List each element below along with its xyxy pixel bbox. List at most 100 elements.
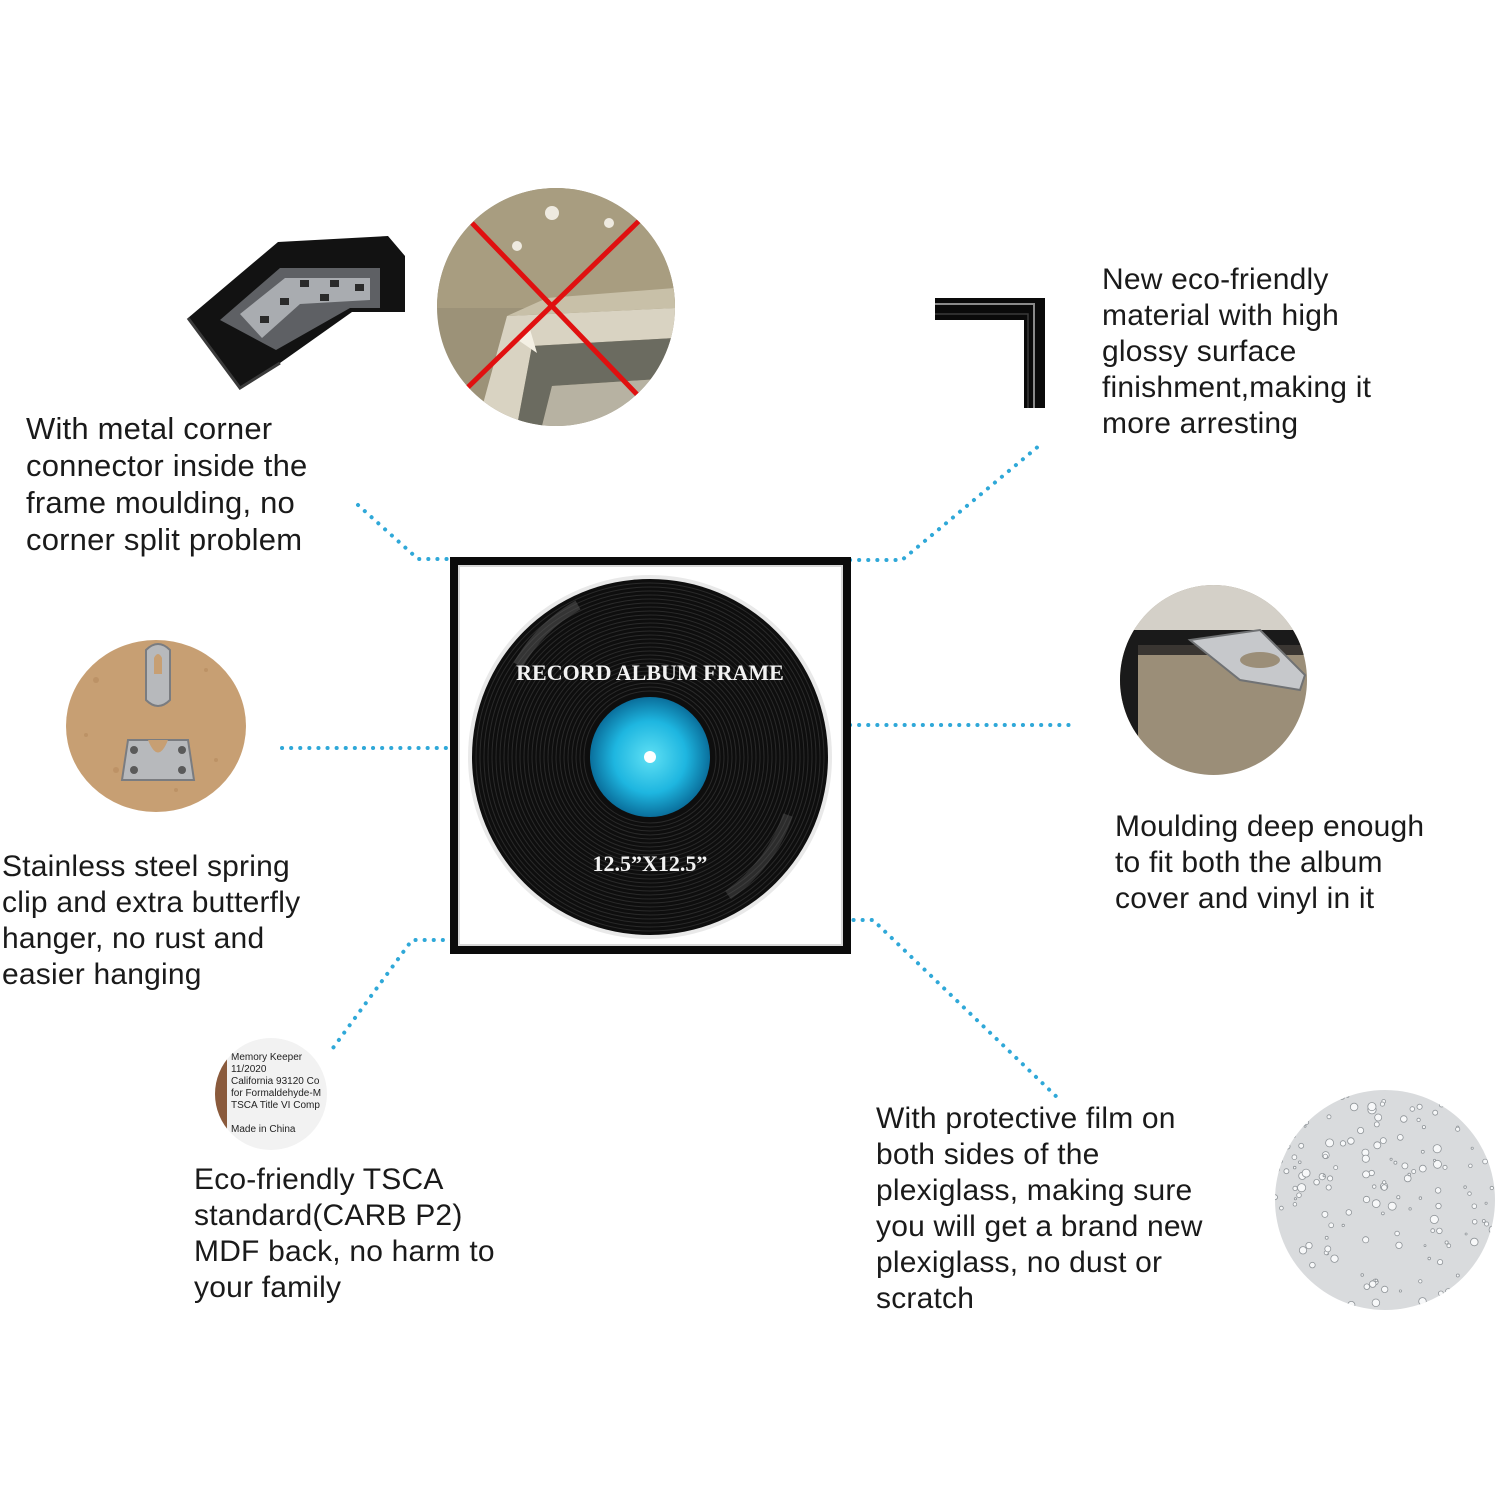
split-corner-photo — [437, 188, 675, 426]
leader-line-mdf-back — [331, 938, 454, 1050]
water-droplet — [1275, 1165, 1280, 1173]
vinyl-groove — [535, 642, 765, 872]
water-droplet — [1446, 1243, 1452, 1249]
water-droplet — [1324, 1235, 1329, 1240]
water-droplet — [1437, 1259, 1444, 1266]
water-droplet — [1411, 1169, 1417, 1174]
record-size: 12.5”X12.5” — [593, 851, 708, 876]
water-droplet — [1382, 1180, 1387, 1185]
water-droplet — [1357, 1127, 1365, 1135]
water-droplet — [1341, 1223, 1345, 1227]
water-droplet — [1397, 1134, 1404, 1141]
water-droplet — [1361, 1154, 1370, 1163]
water-droplet — [1381, 1285, 1389, 1293]
record-frame: RECORD ALBUM FRAME 12.5”X12.5” — [450, 557, 851, 954]
water-droplet — [1395, 1241, 1403, 1249]
water-droplet — [1371, 1184, 1377, 1189]
water-droplet — [1416, 1103, 1423, 1110]
water-droplet — [1381, 1184, 1388, 1191]
vinyl-groove — [503, 610, 797, 904]
water-droplet — [1483, 1289, 1493, 1299]
water-droplet — [1432, 1109, 1439, 1116]
mdf-label-line-2: 11/2020 — [231, 1064, 267, 1075]
water-droplet — [1291, 1154, 1298, 1160]
vinyl-groove — [507, 614, 793, 900]
water-droplet — [1328, 1222, 1334, 1229]
water-droplet — [1275, 1260, 1282, 1266]
water-droplet — [1279, 1205, 1284, 1211]
water-droplet — [1389, 1157, 1393, 1161]
vinyl-groove — [543, 650, 757, 864]
water-droplet — [1418, 1279, 1423, 1284]
vinyl-groove — [479, 586, 821, 928]
water-droplet — [1373, 1121, 1380, 1128]
water-droplet — [1400, 1115, 1408, 1123]
water-droplet — [1339, 1140, 1347, 1147]
water-droplet — [1488, 1225, 1495, 1234]
water-droplet — [1322, 1153, 1328, 1159]
vinyl-groove — [575, 682, 725, 832]
water-droplet — [1429, 1214, 1439, 1224]
water-droplet — [1297, 1183, 1307, 1193]
water-droplet — [1349, 1102, 1359, 1112]
water-droplet — [1470, 1146, 1474, 1150]
water-droplet — [1297, 1284, 1305, 1292]
water-droplet — [1326, 1114, 1332, 1120]
water-droplet — [1432, 1158, 1436, 1162]
water-droplet — [1420, 1149, 1425, 1154]
vinyl-groove — [571, 678, 729, 836]
water-droplet — [1347, 1300, 1356, 1309]
water-droplet — [1292, 1202, 1298, 1207]
water-droplet — [1418, 1297, 1427, 1306]
water-droplet — [1468, 1163, 1473, 1168]
water-droplet — [1307, 1090, 1316, 1095]
water-droplet — [1276, 1127, 1282, 1133]
vinyl-groove — [563, 670, 737, 844]
water-droplet — [1401, 1162, 1409, 1170]
water-droplet — [1493, 1091, 1495, 1095]
water-droplet — [1334, 1090, 1341, 1093]
water-droplet — [1326, 1098, 1332, 1104]
water-droplet — [1284, 1143, 1291, 1150]
mdf-label-line-3: California 93120 Co — [231, 1076, 320, 1087]
water-droplet — [1432, 1144, 1442, 1154]
water-droplet — [1398, 1289, 1402, 1293]
water-droplet — [1275, 1194, 1278, 1201]
water-droplet — [1281, 1292, 1291, 1302]
water-droplet — [1463, 1185, 1467, 1189]
water-droplet — [1418, 1196, 1423, 1200]
water-droplet — [1445, 1288, 1452, 1295]
frame-mat: RECORD ALBUM FRAME 12.5”X12.5” — [458, 565, 843, 946]
vinyl-groove — [547, 654, 753, 860]
vinyl-groove — [523, 630, 777, 884]
water-droplet — [1481, 1219, 1486, 1223]
feature-protective-film: With protective film on both sides of th… — [876, 1102, 1203, 1315]
water-droplet — [1360, 1273, 1364, 1277]
water-droplet — [1275, 1301, 1280, 1309]
water-droplet — [1423, 1244, 1427, 1248]
water-droplet — [1438, 1101, 1445, 1108]
vinyl-groove — [527, 634, 773, 880]
corner-connector-photo — [186, 236, 405, 391]
spring-clip-photo — [66, 640, 246, 812]
water-droplet — [1379, 1101, 1385, 1107]
water-droplet — [1333, 1165, 1339, 1170]
water-droplet — [1470, 1110, 1476, 1116]
water-droplet — [1362, 1195, 1371, 1204]
vinyl-groove — [491, 598, 809, 916]
vinyl-groove — [515, 622, 785, 892]
water-droplet — [1467, 1296, 1473, 1302]
water-droplet — [1444, 1240, 1449, 1245]
water-droplet — [1368, 1280, 1377, 1288]
vinyl-groove — [519, 626, 781, 888]
water-droplet — [1408, 1207, 1412, 1211]
water-droplet — [1387, 1201, 1397, 1211]
water-droplet — [1275, 1253, 1280, 1260]
water-droplet — [1289, 1091, 1297, 1098]
vinyl-groove — [551, 658, 749, 856]
water-droplet — [1421, 1125, 1426, 1130]
vinyl-groove — [531, 638, 769, 876]
water-droplet — [1301, 1168, 1311, 1178]
vinyl-groove — [475, 582, 825, 932]
water-droplet — [1396, 1195, 1401, 1200]
